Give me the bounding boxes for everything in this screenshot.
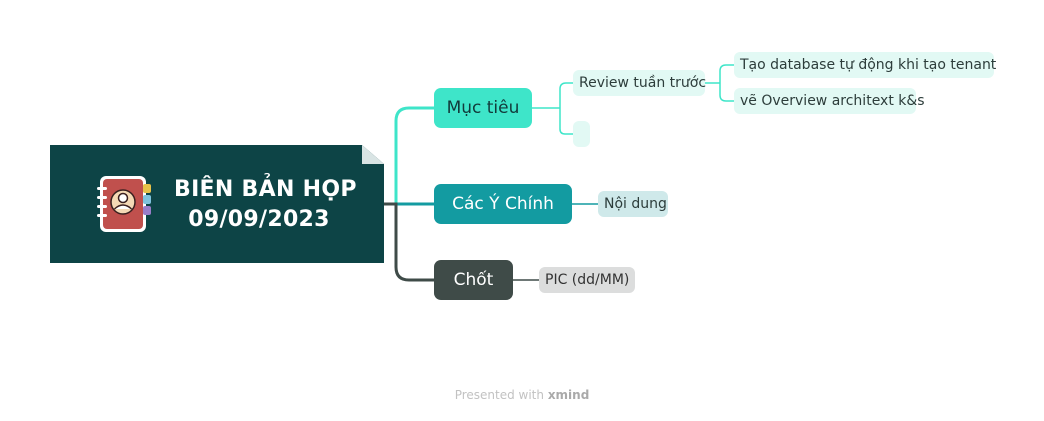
branch-cac-y-chinh[interactable]: Các Ý Chính: [434, 184, 572, 224]
link-root-chot: [384, 202, 434, 282]
footer-brand[interactable]: xmind: [547, 388, 590, 402]
branch-muc-tieu[interactable]: Mục tiêu: [434, 88, 532, 128]
subtopic-noi-dung[interactable]: Nội dung: [598, 191, 668, 217]
leaf-tao-database[interactable]: Tạo database tự động khi tạo tenant: [734, 52, 996, 78]
notebook-contact-icon: [97, 176, 151, 232]
footer-credit: Presented with xmind: [0, 388, 1044, 402]
root-topic[interactable]: BIÊN BẢN HỌP 09/09/2023: [50, 145, 384, 263]
footer-prefix: Presented with: [454, 388, 544, 402]
subtopic-review-tuan-truoc[interactable]: Review tuần trước: [573, 70, 706, 96]
root-title-line1: BIÊN BẢN HỌP: [174, 177, 357, 202]
link-muc-tieu-children: [532, 82, 573, 135]
root-title: BIÊN BẢN HỌP 09/09/2023: [174, 175, 357, 235]
subtopic-empty[interactable]: [573, 121, 590, 147]
branch-chot[interactable]: Chốt: [434, 260, 513, 300]
root-title-date: 09/09/2023: [188, 207, 330, 232]
leaf-ve-overview[interactable]: vẽ Overview architext k&s: [734, 88, 925, 114]
link-root-muc-tieu: [384, 106, 434, 206]
subtopic-pic[interactable]: PIC (dd/MM): [539, 267, 635, 293]
link-review-leaves: [705, 64, 734, 102]
